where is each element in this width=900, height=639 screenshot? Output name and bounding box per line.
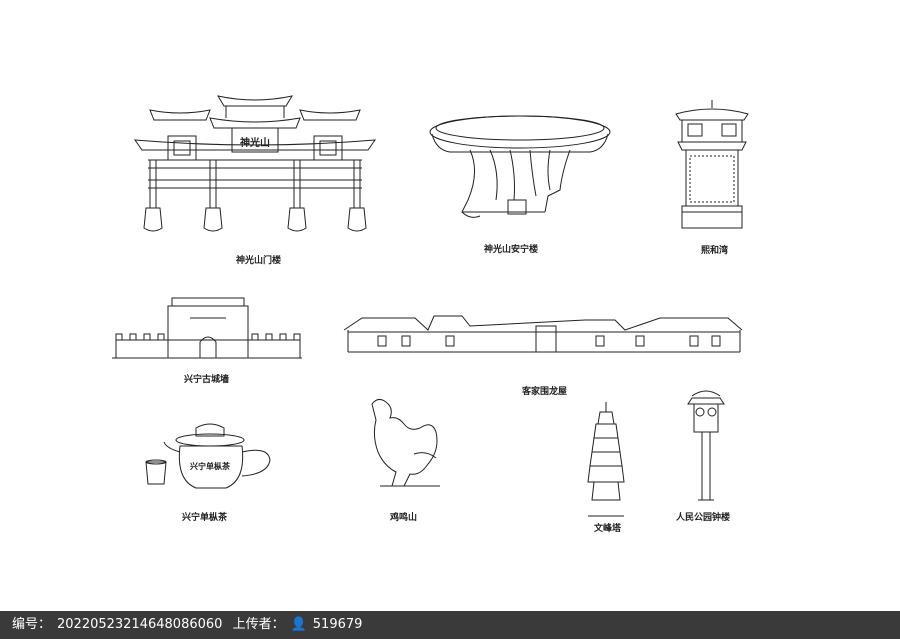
id-label: 编号： <box>12 617 52 632</box>
label-anning-tower: 神光山安宁楼 <box>484 245 539 255</box>
gate-illustration <box>133 95 377 232</box>
label-xihewan: 熙和湾 <box>701 246 729 256</box>
rooster-illustration <box>371 398 440 487</box>
teapot-illustration <box>145 423 271 489</box>
clock-tower-illustration <box>687 390 725 501</box>
pagoda-illustration <box>587 402 625 517</box>
watermark-logo <box>120 8 190 58</box>
label-tea: 兴宁单枞茶 <box>182 513 228 523</box>
footer-bar: 编号： 20220523214648086060 上传者： 👤 519679 <box>0 611 900 639</box>
sign-gate: 神光山 <box>240 138 270 149</box>
label-pagoda: 文峰塔 <box>594 524 622 534</box>
uploader-label: 上传者： <box>232 617 285 632</box>
label-clock-tower: 人民公园钟楼 <box>676 513 731 523</box>
sign-teapot: 兴宁单枞茶 <box>190 462 230 471</box>
city-wall-illustration <box>112 297 302 359</box>
anning-tower-illustration <box>429 115 611 218</box>
id-value: 20220523214648086060 <box>57 617 223 632</box>
uploader-id: 519679 <box>312 617 363 632</box>
hakka-house-illustration <box>343 315 743 353</box>
label-city-wall: 兴宁古城墙 <box>184 375 230 385</box>
user-icon: 👤 <box>290 617 307 632</box>
label-gate: 神光山门楼 <box>236 256 282 266</box>
label-hakka-house: 客家围龙屋 <box>522 387 568 397</box>
label-rooster-mountain: 鸡鸣山 <box>390 513 418 523</box>
xihewan-tower-illustration <box>675 100 749 229</box>
